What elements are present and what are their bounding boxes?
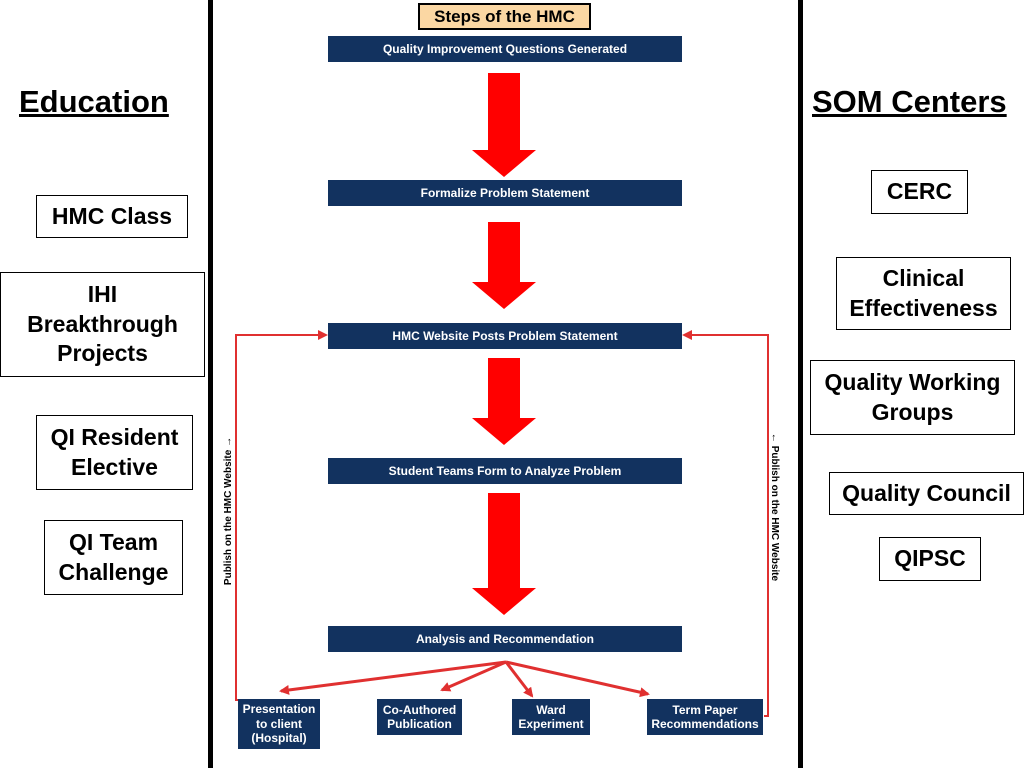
fan-arrow-presentation bbox=[279, 660, 507, 695]
left-divider bbox=[208, 0, 213, 768]
right-divider bbox=[798, 0, 803, 768]
education-item-hmc-class: HMC Class bbox=[36, 195, 188, 238]
education-item-qi-team-challenge: QI Team Challenge bbox=[44, 520, 183, 595]
education-heading: Education bbox=[19, 84, 169, 119]
som-item-cerc: CERC bbox=[871, 170, 968, 214]
education-item-qi-resident-elective: QI Resident Elective bbox=[36, 415, 193, 490]
step-website-posts: HMC Website Posts Problem Statement bbox=[328, 323, 682, 349]
fan-arrow-publication bbox=[440, 660, 507, 692]
down-arrow-2 bbox=[472, 222, 536, 309]
step-teams-form: Student Teams Form to Analyze Problem bbox=[328, 458, 682, 484]
down-arrow-4 bbox=[472, 493, 536, 615]
outcome-term-paper: Term Paper Recommendations bbox=[647, 699, 763, 735]
down-arrow-3 bbox=[472, 358, 536, 445]
loop-right bbox=[682, 330, 769, 717]
step-analysis-recommendation: Analysis and Recommendation bbox=[328, 626, 682, 652]
fan-arrow-ward bbox=[504, 661, 534, 698]
som-item-quality-working-groups: Quality Working Groups bbox=[810, 360, 1015, 435]
outcome-co-authored-publication: Co-Authored Publication bbox=[377, 699, 462, 735]
som-centers-heading: SOM Centers bbox=[812, 84, 1007, 119]
fan-arrow-term-paper bbox=[505, 660, 650, 698]
som-item-clinical-effectiveness: Clinical Effectiveness bbox=[836, 257, 1011, 330]
step-formalize-problem: Formalize Problem Statement bbox=[328, 180, 682, 206]
education-item-ihi-breakthrough: IHI Breakthrough Projects bbox=[0, 272, 205, 377]
flow-title: Steps of the HMC bbox=[418, 3, 591, 30]
som-item-quality-council: Quality Council bbox=[829, 472, 1024, 515]
som-item-qipsc: QIPSC bbox=[879, 537, 981, 581]
step-questions-generated: Quality Improvement Questions Generated bbox=[328, 36, 682, 62]
outcome-presentation: Presentation to client (Hospital) bbox=[238, 699, 320, 749]
publish-label-left: Publish on the HMC Website → bbox=[223, 436, 234, 586]
publish-label-right: ← Publish on the HMC Website bbox=[769, 432, 780, 582]
down-arrow-1 bbox=[472, 73, 536, 177]
outcome-ward-experiment: Ward Experiment bbox=[512, 699, 590, 735]
loop-left bbox=[235, 330, 328, 701]
